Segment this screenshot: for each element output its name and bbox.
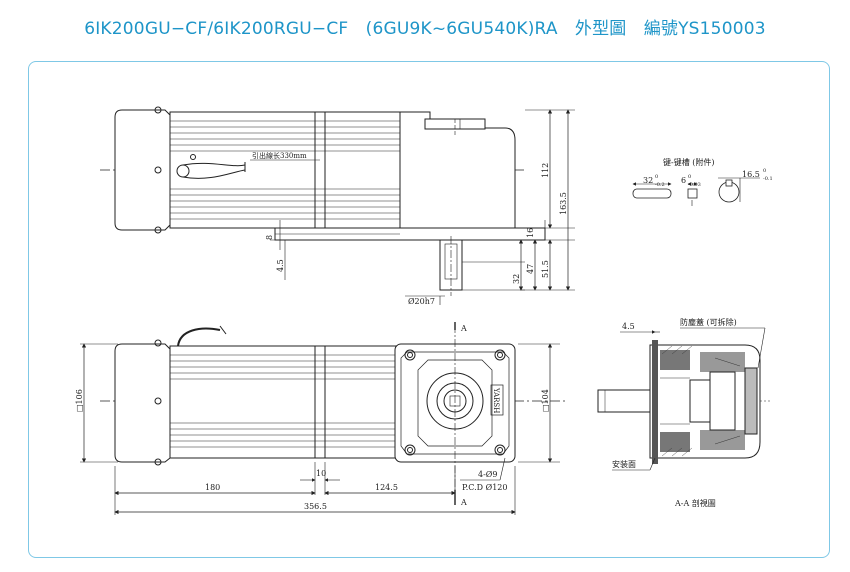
dim-106: □106 (75, 389, 84, 412)
section-mark-bottom: A (460, 498, 467, 507)
key-width-tol-top: 0 (688, 174, 691, 180)
pitch-circle-diameter: P.C.D Ø120 (462, 483, 507, 492)
key-detail-title: 键-键槽 (附件) (663, 157, 715, 167)
dim-10: 10 (316, 469, 326, 478)
drawing-frame (28, 61, 830, 558)
dim-47: 47 (526, 264, 535, 274)
key-length-tol-bot: -0.2 (655, 182, 665, 188)
slot-depth-tol-bot: -0.1 (763, 176, 773, 182)
section-dim-4-5: 4.5 (622, 322, 635, 331)
mounting-surface-label: 安装面 (612, 459, 636, 469)
drawing-title: 6IK200GU−CF/6IK200RGU−CF (6GU9K~6GU540K)… (84, 19, 766, 39)
dim-112: 112 (541, 163, 550, 178)
key-width-tol-bot: -0.03 (688, 182, 701, 188)
section-mark-top: A (460, 324, 467, 333)
dust-cover-label: 防塵蓋 (可拆除) (680, 317, 737, 327)
dim-51-5: 51.5 (541, 260, 550, 278)
dim-180: 180 (205, 483, 220, 492)
section-caption: A-A 剖視圖 (674, 498, 716, 508)
shaft-diameter: Ø20h7 (408, 297, 435, 306)
mounting-holes: 4-Ø9 (478, 470, 497, 479)
dim-16: 16 (526, 228, 535, 238)
key-width: 6 (681, 176, 686, 185)
top-view (80, 322, 565, 515)
key-length: 32 (643, 176, 653, 185)
dim-104: □104 (541, 389, 550, 412)
dim-32: 32 (512, 274, 521, 284)
key-length-tol-top: 0 (655, 174, 658, 180)
dim-356-5: 356.5 (304, 502, 327, 511)
side-view (100, 106, 575, 305)
section-view (597, 327, 770, 471)
key-detail (632, 177, 760, 206)
brand-mark: YARSH (492, 387, 500, 413)
slot-depth-tol-top: 0 (763, 168, 766, 174)
lead-wire-note: 引出線长330mm (252, 151, 307, 160)
slot-depth: 16.5 (742, 170, 760, 179)
dim-8: 8 (265, 235, 274, 240)
dim-163-5: 163.5 (559, 192, 568, 215)
dim-124-5: 124.5 (375, 483, 398, 492)
dim-4-5: 4.5 (276, 259, 285, 272)
